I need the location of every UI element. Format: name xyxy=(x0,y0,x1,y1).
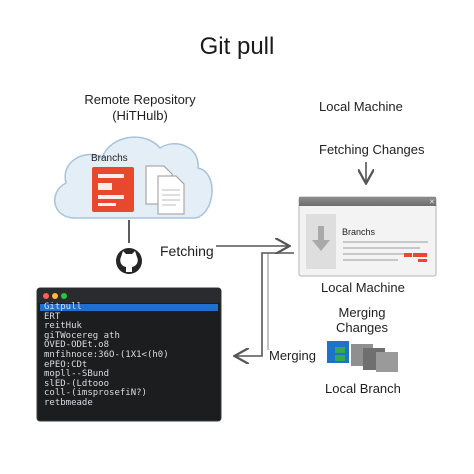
branch-document-icon xyxy=(92,167,134,212)
maximize-dot-icon xyxy=(61,293,67,299)
remote-repository-heading: Remote Repository xyxy=(84,92,196,107)
terminal-line: slED-(Ldtooo xyxy=(44,378,110,389)
terminal-line: Gitpull xyxy=(44,302,82,312)
terminal-output: Gitpull ERT reitHuk giTWocereg ath OVED-… xyxy=(44,302,169,409)
window-branches-label: Branchs xyxy=(342,227,376,237)
terminal-line: coll-(imsprosefiN?) xyxy=(44,388,147,399)
terminal-line: ePEO:CDt xyxy=(44,359,88,370)
minimize-dot-icon xyxy=(52,293,58,299)
terminal-line: reitHuk xyxy=(44,321,82,332)
diagram-title: Git pull xyxy=(199,33,275,60)
local-machine-window: ✕ xyxy=(298,196,437,277)
local-branch-label: Local Branch xyxy=(325,381,401,396)
terminal-line: OVED-ODEt.o8 xyxy=(44,340,110,351)
terminal-highlight-bar xyxy=(40,304,218,311)
merging-changes-line2: Changes xyxy=(335,320,389,335)
fetching-label: Fetching xyxy=(160,243,214,259)
download-icon xyxy=(312,226,330,251)
merging-changes-line1: Merging xyxy=(338,305,386,320)
merging-label: Merging xyxy=(269,348,316,363)
terminal-line: mopll--SBund xyxy=(44,369,110,380)
github-icon xyxy=(116,248,142,274)
remote-repository-subheading: (HiTHulb) xyxy=(112,108,168,123)
terminal-line: giTWocereg ath xyxy=(44,330,120,341)
merging-arrow xyxy=(236,252,294,356)
close-dot-icon xyxy=(43,293,49,299)
window-close-icon: ✕ xyxy=(429,199,435,206)
terminal-line: mnfihnoce:36O-(1X1<(h0) xyxy=(44,349,169,360)
cloud-branches-label: Branchs xyxy=(91,153,128,164)
merge-stack-icon xyxy=(327,341,398,372)
local-machine-heading: Local Machine xyxy=(319,99,403,114)
terminal-line: ERT xyxy=(44,311,61,322)
documents-icon xyxy=(145,165,185,215)
terminal-window xyxy=(36,287,222,422)
local-machine-caption: Local Machine xyxy=(321,280,405,295)
terminal-line: retbmeade xyxy=(44,397,93,408)
fetching-changes-label: Fetching Changes xyxy=(319,142,425,157)
